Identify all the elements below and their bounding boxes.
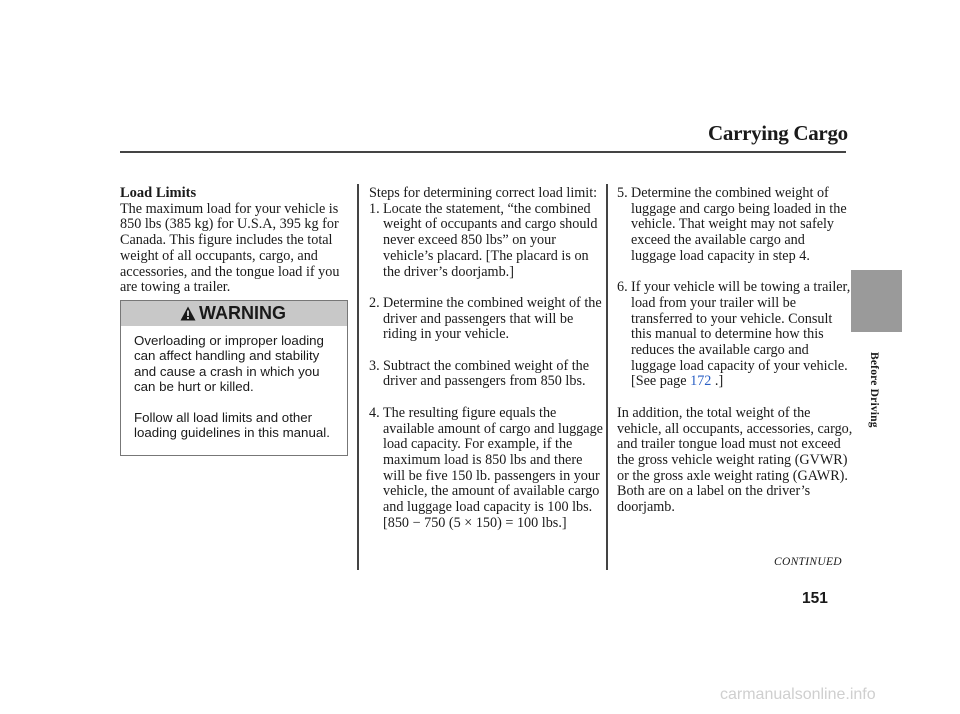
continued-label: CONTINUED bbox=[774, 556, 842, 568]
step-number: 1. bbox=[369, 200, 380, 217]
step-text: Determine the combined weight of the dri… bbox=[383, 294, 602, 343]
section-tab bbox=[851, 270, 902, 332]
list-item: 3. Subtract the combined weight of the d… bbox=[369, 357, 605, 390]
page-number: 151 bbox=[802, 590, 828, 607]
warning-para-1: Overloading or improper loading can affe… bbox=[134, 333, 324, 395]
step-6-text: If your vehicle will be towing a trailer… bbox=[631, 279, 851, 390]
step-text: Locate the statement, “the combined weig… bbox=[383, 200, 598, 280]
column-divider-2 bbox=[606, 184, 608, 570]
warning-para-2: Follow all load limits and other loading… bbox=[134, 410, 330, 441]
step-text: Determine the combined weight of luggage… bbox=[631, 185, 847, 264]
step-text: If your vehicle will be towing a trailer… bbox=[631, 279, 853, 390]
column-steps: Steps for determining correct load limit… bbox=[369, 185, 605, 531]
additional-weight-note: In addition, the total weight of the veh… bbox=[617, 404, 853, 516]
header-rule bbox=[120, 151, 846, 153]
step-text: Subtract the combined weight of the driv… bbox=[383, 357, 590, 390]
step-equation: [850 − 750 (5 × 150) = 100 lbs.] bbox=[383, 514, 567, 531]
warning-label: WARNING bbox=[199, 303, 286, 323]
page-reference-link[interactable]: 172 bbox=[690, 373, 712, 390]
step-number: 3. bbox=[369, 357, 380, 374]
list-item: 6. If your vehicle will be towing a trai… bbox=[617, 279, 853, 390]
warning-text: Overloading or improper loading can affe… bbox=[134, 333, 342, 441]
step-number: 5. bbox=[617, 185, 628, 201]
step-number: 4. bbox=[369, 404, 380, 421]
warning-triangle-icon bbox=[180, 306, 196, 321]
watermark: carmanualsonline.info bbox=[720, 686, 876, 703]
warning-header-bar bbox=[121, 301, 347, 326]
list-item: 5. Determine the combined weight of lugg… bbox=[617, 185, 853, 265]
step-text: The resulting figure equals the availabl… bbox=[383, 404, 603, 516]
list-item: 1. Locate the statement, “the combined w… bbox=[369, 200, 605, 281]
list-item: 2. Determine the combined weight of the … bbox=[369, 294, 605, 343]
steps-lead: Steps for determining correct load limit… bbox=[369, 185, 598, 201]
list-item: 4. The resulting figure equals the avail… bbox=[369, 404, 605, 516]
column-steps-continued: 5. Determine the combined weight of lugg… bbox=[617, 185, 853, 516]
section-title: Load Limits bbox=[120, 185, 197, 201]
column-load-limits: Load Limits The maximum load for your ve… bbox=[120, 185, 350, 296]
column-divider-1 bbox=[357, 184, 359, 570]
section-side-label: Before Driving bbox=[868, 352, 880, 428]
load-limits-intro: The maximum load for your vehicle is 850… bbox=[120, 200, 340, 296]
step-number: 2. bbox=[369, 294, 380, 311]
step-number: 6. bbox=[617, 279, 628, 296]
warning-box: WARNING Overloading or improper loading … bbox=[120, 300, 348, 456]
page-title: Carrying Cargo bbox=[708, 121, 848, 145]
step-6-end: .] bbox=[714, 373, 724, 390]
